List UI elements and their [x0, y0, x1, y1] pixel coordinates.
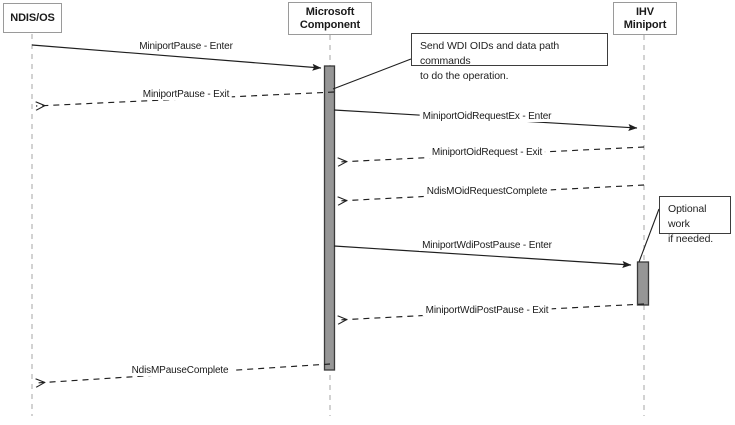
activation-bar-microsoft-component [323, 65, 336, 371]
participant-box-microsoft-component[interactable]: Microsoft Component [288, 2, 372, 35]
participant-label-ndis-os: NDIS/OS [10, 11, 55, 24]
note-wdi-oids-line1: Send WDI OIDs and data path commands [420, 40, 560, 67]
note-optional-work-line1: Optional work [668, 203, 707, 230]
message-label-miniport-oid-request-ex-enter: MiniportOidRequestEx - Enter [419, 111, 555, 122]
participant-label-microsoft-component-line1: Microsoft [305, 5, 355, 18]
activation-bars [323, 65, 650, 371]
note-wdi-oids-line2: to do the operation. [420, 70, 509, 82]
note-leader-optional-work [638, 208, 660, 263]
message-label-ndis-m-oid-request-complete: NdisMOidRequestComplete [423, 186, 551, 197]
participant-box-ihv-miniport[interactable]: IHV Miniport [613, 2, 677, 35]
note-leader-wdi-oids [332, 58, 412, 90]
message-label-miniport-oid-request-exit: MiniportOidRequest - Exit [428, 147, 546, 158]
participant-label-microsoft-component-line2: Component [299, 18, 361, 31]
activation-bar-ihv-miniport [636, 261, 650, 306]
note-box-wdi-oids: Send WDI OIDs and data path commands to … [411, 33, 608, 82]
message-arrow-miniport-wdi-post-pause-exit [338, 303, 645, 320]
message-arrow-miniport-pause-exit [36, 91, 335, 106]
message-arrow-miniport-oid-request-exit [338, 146, 645, 162]
message-label-miniport-pause-enter: MiniportPause - Enter [136, 41, 236, 52]
message-arrow-miniport-wdi-post-pause-enter [333, 245, 632, 268]
message-label-miniport-pause-exit: MiniportPause - Exit [139, 89, 233, 100]
participant-label-ihv-miniport-line2: Miniport [623, 18, 667, 31]
message-label-miniport-wdi-post-pause-exit: MiniportWdiPostPause - Exit [422, 305, 552, 316]
message-arrow-ndis-m-oid-request-complete [338, 184, 645, 201]
message-arrows [31, 44, 645, 383]
note-box-optional-work: Optional work if needed. [659, 196, 731, 245]
message-label-miniport-wdi-post-pause-enter: MiniportWdiPostPause - Enter [419, 240, 555, 251]
message-label-ndis-m-pause-complete: NdisMPauseComplete [128, 365, 232, 376]
note-leaders [332, 58, 660, 263]
participant-box-ndis-os[interactable]: NDIS/OS [3, 3, 62, 33]
lifelines [31, 34, 645, 416]
note-optional-work-line2: if needed. [668, 233, 714, 245]
participant-label-ihv-miniport-line1: IHV [635, 5, 655, 18]
message-arrow-miniport-pause-enter [31, 44, 322, 71]
